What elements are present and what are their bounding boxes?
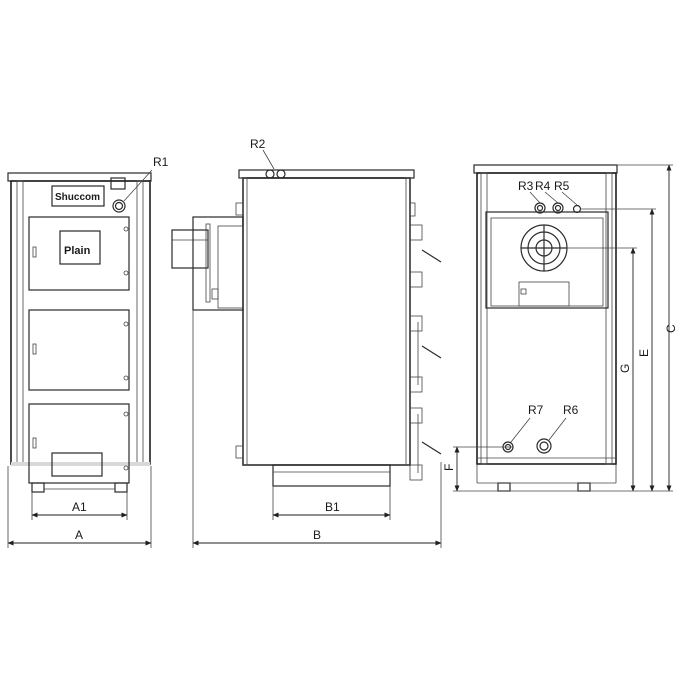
rear-panel [485, 211, 609, 309]
rear-foot-right [577, 482, 591, 492]
r2-connection-left [265, 169, 275, 179]
r4-leader [544, 191, 559, 204]
r7-leader [510, 417, 531, 443]
front-base-strip [11, 462, 150, 466]
rear-right-pillar [605, 172, 613, 465]
e-label: E [637, 349, 651, 357]
side-bracket-top [235, 202, 244, 216]
b-label: B [313, 528, 321, 542]
lower-door-hinge-top [123, 411, 129, 417]
a1-label: A1 [72, 500, 87, 514]
model-plate [59, 230, 101, 265]
brand-text: Shuccom [55, 192, 100, 203]
lower-door-handle [32, 437, 37, 449]
c-label: C [664, 324, 678, 333]
a-label: A [75, 528, 83, 542]
side-hinge-7 [409, 464, 423, 481]
rear-panel-inner [490, 217, 604, 307]
front-top-cap [7, 172, 152, 182]
upper-door-handle [32, 246, 37, 258]
side-handle-middle [421, 345, 442, 359]
flue-bolt [211, 288, 219, 300]
rear-panel-bolt [520, 288, 527, 295]
front-right-pillar [136, 180, 144, 465]
upper-door-hinge-bottom [123, 270, 129, 276]
r3-leader [529, 191, 541, 204]
model-text: Plain [64, 245, 91, 257]
front-foot-left [31, 482, 45, 493]
r6-connection-inner [539, 441, 549, 451]
rear-body [476, 172, 617, 465]
g-label: G [618, 364, 632, 373]
middle-door-hinge-bottom [123, 375, 129, 381]
r1-label: R1 [153, 155, 169, 169]
flue-collar [217, 225, 244, 309]
r5-label: R5 [554, 179, 570, 193]
side-base-tray [272, 464, 391, 487]
lower-door [28, 403, 130, 484]
lower-door-hinge-bottom [123, 465, 129, 471]
b1-label: B1 [325, 500, 340, 514]
r4-connection-inner [554, 204, 562, 212]
r6-connection-outer [536, 438, 552, 454]
rear-view: R3 R4 R5 R6 R7 C E G F [442, 164, 678, 492]
side-hinge-1 [409, 202, 416, 217]
rear-panel-box [518, 281, 570, 307]
upper-door [28, 216, 130, 291]
rear-foot-left [497, 482, 511, 492]
middle-door [28, 309, 130, 391]
r3-label: R3 [518, 179, 534, 193]
front-foot-right [114, 482, 128, 493]
brand-plate [51, 185, 105, 207]
r7-label: R7 [528, 403, 544, 417]
r2-leader [262, 149, 275, 170]
r3-connection-inner [536, 204, 544, 212]
r2-label: R2 [250, 137, 266, 151]
flue-outlet [171, 229, 209, 269]
side-handle-lower [421, 441, 442, 455]
ash-window [51, 452, 103, 477]
r1-connection-inner [114, 201, 124, 211]
side-hinge-3 [409, 271, 423, 288]
r4-label: R4 [535, 179, 551, 193]
r1-leader [123, 169, 153, 202]
middle-door-handle [32, 343, 37, 355]
front-indicator-window [110, 177, 126, 190]
side-body [242, 177, 411, 466]
side-hinge-2 [409, 224, 423, 241]
front-left-pillar [16, 180, 24, 465]
r1-connection-outer [112, 199, 126, 213]
side-bracket-bottom [235, 445, 244, 459]
side-hinge-4 [409, 315, 423, 332]
f-label: F [442, 464, 456, 471]
middle-door-hinge-top [123, 321, 129, 327]
side-view: R2 B1 B [171, 137, 442, 548]
side-handle-upper [421, 249, 442, 263]
side-hinge-5 [409, 376, 423, 393]
flue-flange [205, 223, 211, 303]
rear-left-pillar [480, 172, 488, 465]
r6-leader [548, 417, 567, 441]
r5-leader [561, 191, 578, 206]
upper-door-hinge-top [123, 226, 129, 232]
rear-top-cap [473, 164, 618, 174]
r6-label: R6 [563, 403, 579, 417]
side-hinge-6 [409, 407, 423, 424]
front-view: Shuccom R1 Plain A1 [7, 155, 169, 548]
r2-connection-right [276, 169, 286, 179]
side-top-cap [238, 169, 415, 179]
